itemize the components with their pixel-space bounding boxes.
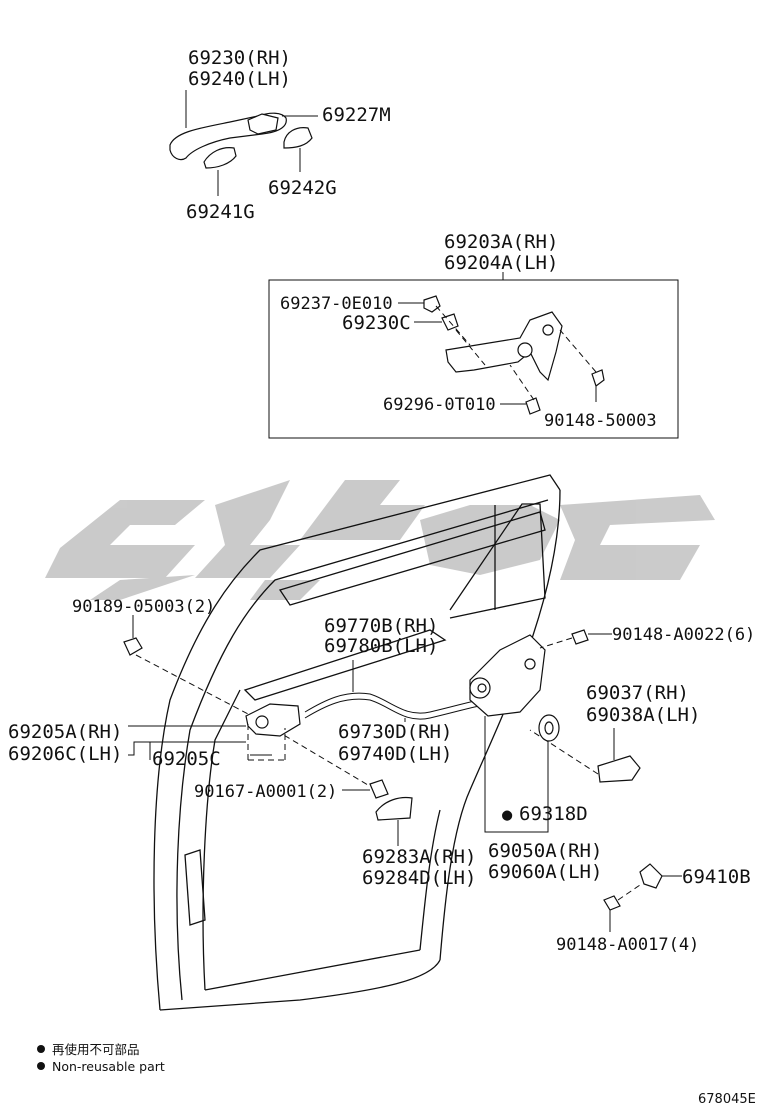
label-bushing: 69237-0E010 (280, 294, 393, 314)
handle-pad-right (283, 127, 313, 149)
door-striker (639, 863, 663, 889)
legend-text-cn: 再使用不可部品 (52, 1042, 140, 1057)
lower-parts-group (123, 615, 682, 932)
label-bezel-rh: 69283A(RH) (362, 846, 476, 868)
label-rod-lh: 69740D(LH) (338, 743, 452, 765)
inner-screw (369, 779, 389, 799)
label-inner-cover: 69205C (152, 748, 221, 770)
label-pad-left: 69241G (186, 201, 255, 223)
label-rod-rh: 69730D(RH) (338, 721, 452, 743)
frame-bolt (591, 369, 605, 387)
lock-motor (597, 755, 641, 783)
label-bezel-lh: 69284D(LH) (362, 867, 476, 889)
label-inner-rh: 69205A(RH) (8, 721, 122, 743)
frame-bracket (445, 311, 563, 382)
handle-cap (247, 113, 279, 135)
label-cover: 69230C (342, 312, 411, 334)
frame-assembly-box (268, 279, 679, 439)
label-cable-rh: 69770B(RH) (324, 615, 438, 637)
door-panel (153, 474, 561, 1011)
legend: 再使用不可部品 Non-reusable part (37, 1042, 165, 1074)
label-frame-lh: 69204A(LH) (444, 252, 558, 274)
door-lock (469, 634, 546, 717)
label-motor-rh: 69037(RH) (586, 682, 689, 704)
control-cable (304, 692, 491, 714)
label-cable-lh: 69780B(LH) (324, 635, 438, 657)
non-reusable-marker: ● (502, 805, 513, 825)
striker-bolt (603, 895, 621, 911)
watermark-logo (45, 480, 715, 600)
label-bolt-lock: 90148-A0022(6) (612, 625, 755, 645)
label-bolt-striker: 90148-A0017(4) (556, 935, 699, 955)
label-inner-lh: 69206C(LH) (8, 743, 122, 765)
handle-pad-left (203, 147, 237, 169)
frame-assembly-group (268, 272, 679, 439)
legend-bullet-en (37, 1062, 45, 1070)
label-frame-rh: 69203A(RH) (444, 231, 558, 253)
label-handle-cap: 69227M (322, 104, 391, 126)
clip-part (123, 637, 143, 656)
inside-handle (245, 703, 301, 737)
label-pad-right: 69242G (268, 177, 337, 199)
legend-bullet-cn (37, 1045, 45, 1053)
label-lock-rh: 69050A(RH) (488, 840, 602, 862)
diagram-code: 678045E (698, 1092, 756, 1107)
label-screw-inner: 90167-A0001(2) (194, 782, 337, 802)
label-grommet: 69318D (519, 803, 588, 825)
label-screw-frame: 69296-0T010 (383, 395, 496, 415)
label-lock-lh: 69060A(LH) (488, 861, 602, 883)
outside-handle-group (169, 90, 318, 196)
bushing-part (423, 295, 441, 313)
label-striker: 69410B (682, 866, 751, 888)
legend-text-en: Non-reusable part (52, 1059, 165, 1074)
lock-bolt (571, 629, 589, 645)
handle-bezel (375, 796, 413, 821)
part-labels: 69230(RH) 69240(LH) 69227M 69242G 69241G… (8, 47, 755, 955)
label-handle-lh: 69240(LH) (188, 68, 291, 90)
label-motor-lh: 69038A(LH) (586, 704, 700, 726)
frame-screw (525, 397, 541, 415)
label-handle-rh: 69230(RH) (188, 47, 291, 69)
label-clip: 90189-05003(2) (72, 597, 215, 617)
label-bolt-frame: 90148-50003 (544, 411, 657, 431)
